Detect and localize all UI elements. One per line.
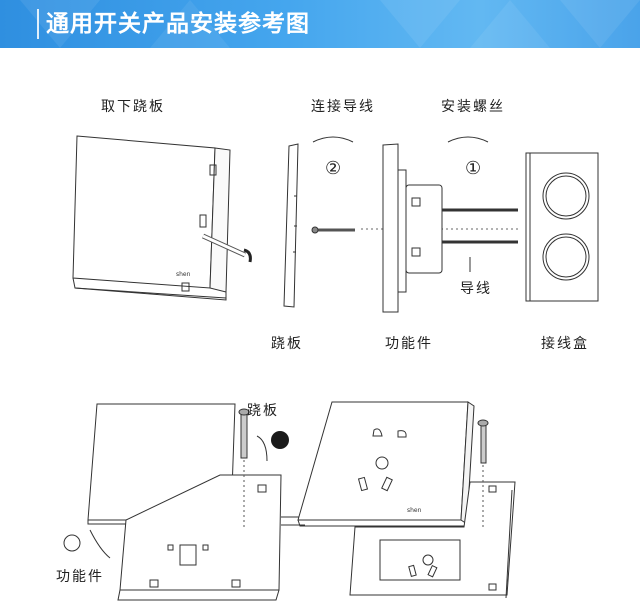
bottom-label-panel: 跷板 [247, 403, 279, 419]
step-label-install-screws: 安装螺丝 [441, 99, 505, 115]
label-junction-box: 接线盒 [541, 336, 589, 352]
panel-removal-illustration: shen [72, 135, 252, 301]
switch-exploded-view: shen [63, 403, 305, 601]
header-banner: 通用开关产品安装参考图 [0, 0, 640, 48]
step-dot-icon [271, 431, 289, 449]
arc-step-1 [447, 136, 489, 143]
socket-exploded-view: shen [297, 401, 516, 599]
title-accent-bar [37, 9, 39, 39]
label-function-module: 功能件 [385, 336, 433, 352]
step-marker-2: ② [325, 158, 344, 179]
label-panel: 跷板 [271, 336, 303, 352]
arc-step-2 [312, 136, 354, 143]
bottom-label-function-module: 功能件 [56, 569, 104, 585]
page-title: 通用开关产品安装参考图 [46, 11, 310, 37]
svg-text:shen: shen [407, 507, 422, 514]
function-module-side-view [382, 143, 518, 313]
svg-text:shen: shen [176, 271, 191, 278]
panel-side-view [283, 143, 355, 308]
junction-box [525, 152, 599, 302]
step-label-remove-panel: 取下跷板 [101, 99, 165, 115]
step-marker-1: ① [465, 158, 484, 179]
step-label-connect-wires: 连接导线 [311, 99, 375, 115]
label-wires: 导线 [460, 281, 492, 297]
